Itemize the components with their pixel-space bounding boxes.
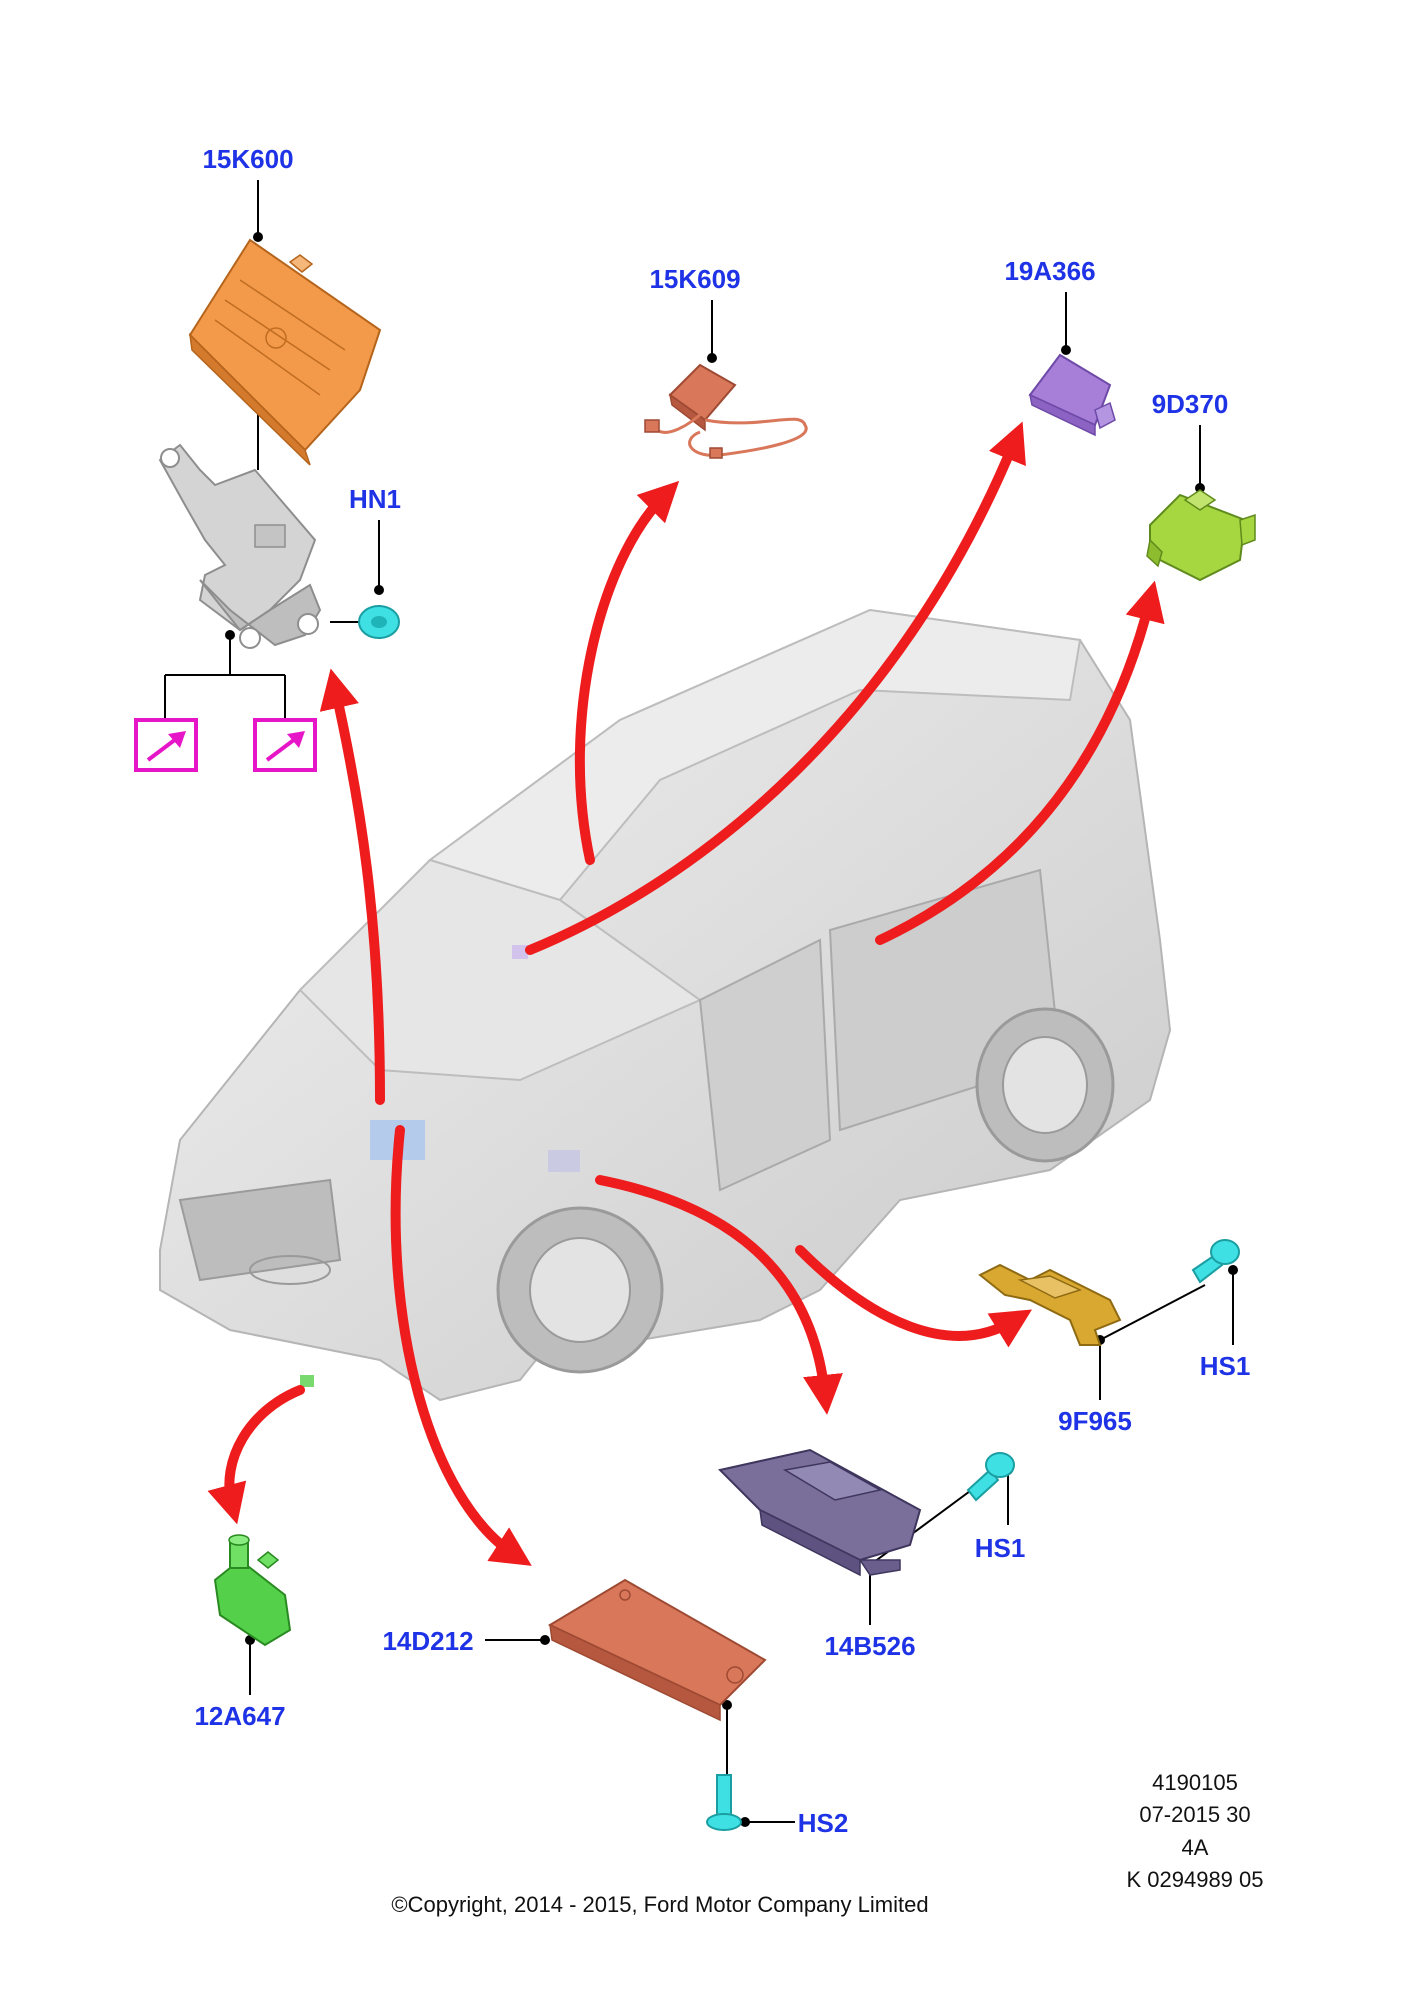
label-9F965[interactable]: 9F965 <box>1058 1406 1132 1436</box>
label-HS1-middle[interactable]: HS1 <box>975 1533 1026 1563</box>
vehicle <box>159 608 1172 1402</box>
label-14D212[interactable]: 14D212 <box>382 1626 473 1656</box>
module-14B526[interactable] <box>718 1448 922 1577</box>
sensor-15K609[interactable] <box>644 363 808 459</box>
bolt-HS2[interactable] <box>706 1774 742 1831</box>
arrow-link-icon <box>265 731 305 762</box>
bracket-9F965[interactable] <box>978 1263 1122 1346</box>
arrow-to-14D212 <box>390 1125 532 1566</box>
mounting-bracket <box>158 443 322 649</box>
link-box-left[interactable] <box>134 718 198 772</box>
arrow-to-12A647 <box>207 1385 305 1525</box>
module-14D212[interactable] <box>547 1578 767 1722</box>
arrow-to-9D370 <box>875 580 1165 945</box>
label-15K609[interactable]: 15K609 <box>649 264 740 294</box>
module-19A366[interactable] <box>1028 353 1116 437</box>
nut-HN1[interactable] <box>358 605 400 639</box>
label-9D370[interactable]: 9D370 <box>1152 389 1229 419</box>
label-15K600[interactable]: 15K600 <box>202 144 293 174</box>
arrow-to-14B526 <box>595 1175 843 1415</box>
screw-HS1-right[interactable] <box>1191 1239 1240 1284</box>
module-15K600[interactable] <box>188 238 382 466</box>
info-line-2: 07-2015 30 <box>1139 1802 1250 1827</box>
screw-HS1-middle[interactable] <box>966 1452 1015 1502</box>
label-HS1-right[interactable]: HS1 <box>1200 1351 1251 1381</box>
info-line-4: K 0294989 05 <box>1126 1867 1263 1892</box>
arrow-to-15K609 <box>574 480 680 865</box>
info-line-1: 4190105 <box>1152 1770 1238 1795</box>
part-labels: 15K600 15K609 19A366 9D370 HN1 9F965 HS1… <box>194 144 1250 1838</box>
label-14B526[interactable]: 14B526 <box>824 1631 915 1661</box>
illustration-info-block: 4190105 07-2015 30 4A K 0294989 05 <box>1126 1770 1263 1892</box>
label-19A366[interactable]: 19A366 <box>1004 256 1095 286</box>
arrow-to-9F965 <box>795 1245 1033 1348</box>
info-line-3: 4A <box>1182 1835 1209 1860</box>
module-9D370[interactable] <box>1146 489 1256 582</box>
copyright-notice: ©Copyright, 2014 - 2015, Ford Motor Comp… <box>391 1892 928 1917</box>
sensor-12A647[interactable] <box>213 1534 292 1647</box>
link-box-right[interactable] <box>253 718 317 772</box>
arrow-to-15K600 <box>319 668 385 1105</box>
arrows <box>207 421 1165 1566</box>
leader-dots <box>225 232 1238 1827</box>
label-HN1[interactable]: HN1 <box>349 484 401 514</box>
arrow-to-19A366 <box>525 421 1026 955</box>
arrow-link-icon <box>146 731 186 762</box>
label-HS2[interactable]: HS2 <box>798 1808 849 1838</box>
label-12A647[interactable]: 12A647 <box>194 1701 285 1731</box>
